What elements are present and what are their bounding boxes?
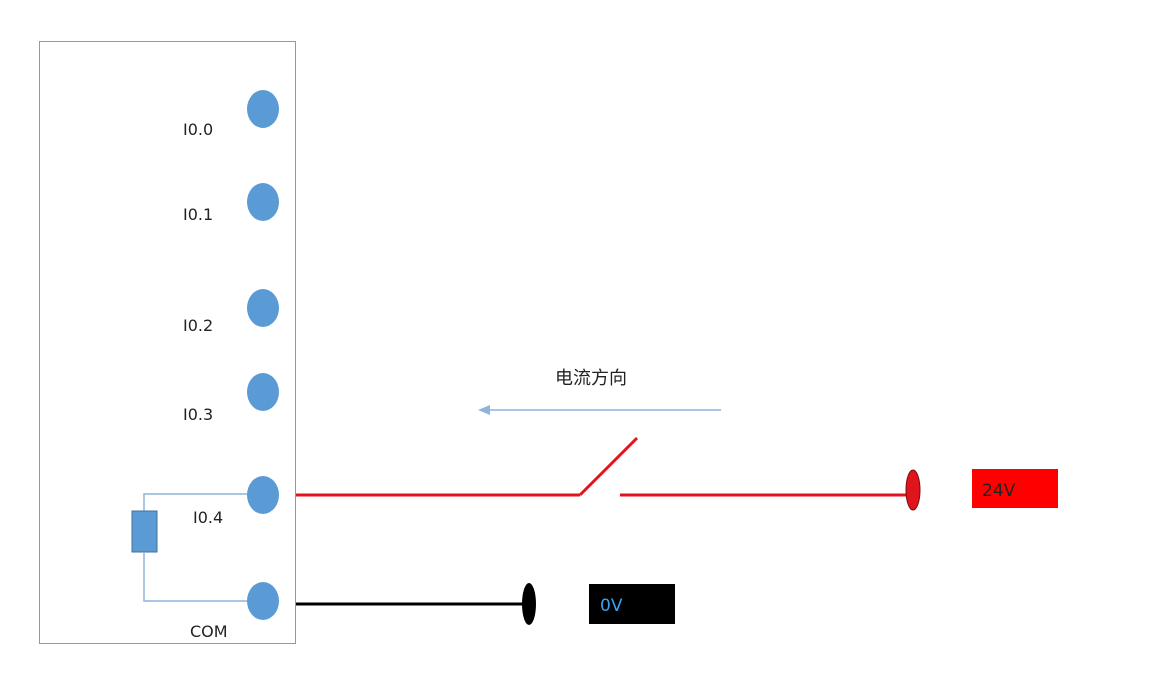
current-direction-label: 电流方向	[555, 368, 627, 389]
terminal-label: I0.4	[193, 508, 223, 527]
terminal-dot	[247, 476, 279, 514]
terminal-label: I0.1	[183, 205, 213, 224]
internal-wire-upper	[143, 493, 247, 511]
terminal-i0-4: I0.4	[193, 476, 279, 527]
terminal-label: COM	[190, 622, 228, 641]
supply-24v-badge: 24V	[972, 469, 1058, 508]
supply-24v-label: 24V	[982, 481, 1016, 501]
terminal-i0-3: I0.3	[183, 373, 279, 424]
terminal-i0-2: I0.2	[183, 289, 279, 335]
terminal-dot	[247, 373, 279, 411]
terminal-dot	[247, 289, 279, 327]
terminal-label: I0.3	[183, 405, 213, 424]
terminal-label: I0.2	[183, 316, 213, 335]
terminal-i0-0: I0.0	[183, 90, 279, 139]
current-direction-arrow-head	[478, 405, 490, 415]
internal-wire-lower	[143, 552, 247, 602]
positive-supply-terminal	[905, 469, 921, 511]
terminal-com: COM	[190, 582, 279, 641]
supply-0v-badge-bg	[589, 584, 675, 624]
terminal-label: I0.0	[183, 120, 213, 139]
terminal-dot	[247, 582, 279, 620]
terminal-dot	[247, 183, 279, 221]
plc-input-module	[39, 41, 296, 644]
terminal-dot	[247, 90, 279, 128]
supply-24v-badge-bg	[972, 469, 1058, 508]
switch-blade	[578, 436, 639, 497]
negative-supply-terminal	[522, 583, 536, 625]
terminal-i0-1: I0.1	[183, 183, 279, 224]
supply-0v-badge: 0V	[589, 584, 675, 624]
input-resistor	[131, 510, 158, 553]
supply-0v-label: 0V	[600, 596, 623, 616]
